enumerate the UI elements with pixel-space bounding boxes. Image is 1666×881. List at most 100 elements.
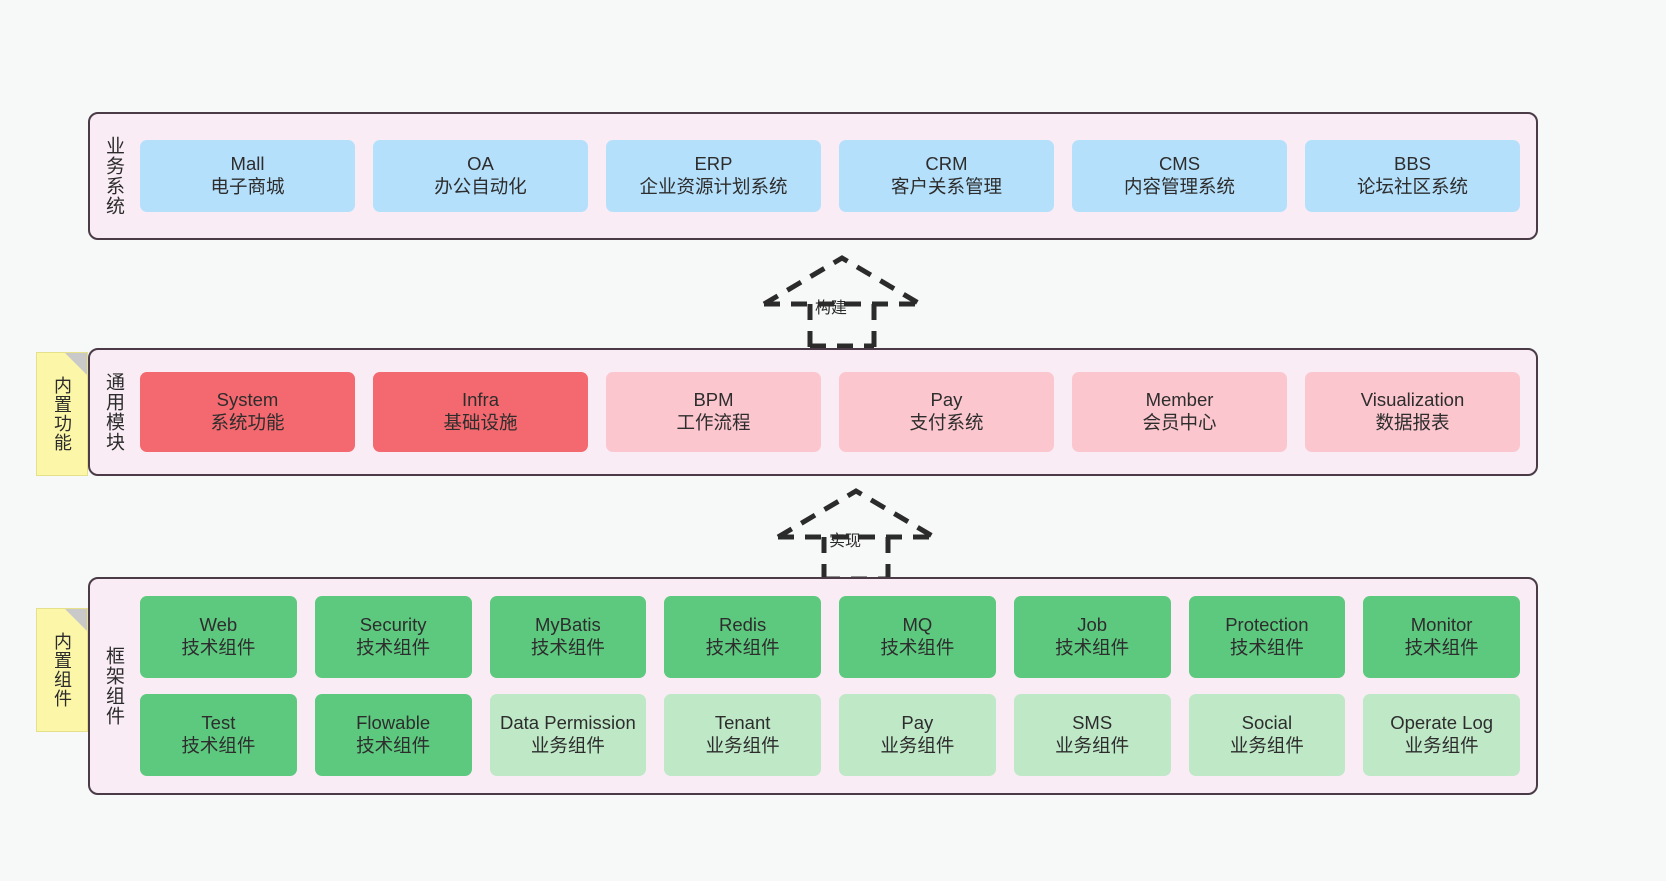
common-item-name: Infra: [461, 389, 500, 411]
common-item-name: BPM: [693, 389, 734, 411]
layer-business-systems: 业务系统 Mall 电子商城 OA 办公自动化 ERP 企业资源计划系统 CRM…: [88, 112, 1538, 240]
framework-item-name: Redis: [718, 614, 767, 636]
framework-item-redis[interactable]: Redis 技术组件: [664, 596, 821, 678]
framework-item-mq[interactable]: MQ 技术组件: [839, 596, 996, 678]
common-item-bpm[interactable]: BPM 工作流程: [606, 372, 821, 452]
framework-row-technical: Web 技术组件 Security 技术组件 MyBatis 技术组件 Redi…: [140, 596, 1520, 678]
common-item-system[interactable]: System 系统功能: [140, 372, 355, 452]
realization-arrow-icon: [776, 488, 936, 582]
framework-item-test[interactable]: Test 技术组件: [140, 694, 297, 776]
business-item-desc: 论坛社区系统: [1356, 176, 1468, 197]
common-item-pay[interactable]: Pay 支付系统: [839, 372, 1054, 452]
common-item-desc: 基础设施: [443, 412, 518, 433]
framework-item-desc: 业务组件: [705, 735, 780, 756]
framework-item-name: Test: [201, 712, 236, 734]
framework-item-name: Web: [199, 614, 238, 636]
framework-item-pay[interactable]: Pay 业务组件: [839, 694, 996, 776]
business-item-desc: 电子商城: [210, 176, 285, 197]
note-builtin-features: 内置功能: [36, 352, 88, 476]
note-label: 内置组件: [52, 632, 72, 708]
business-item-crm[interactable]: CRM 客户关系管理: [839, 140, 1054, 212]
framework-item-desc: 技术组件: [880, 637, 955, 658]
layer-common-modules: 通用模块 System 系统功能 Infra 基础设施 BPM 工作流程 Pay…: [88, 348, 1538, 476]
layer-business-title: 业务系统: [102, 136, 124, 216]
framework-item-data-permission[interactable]: Data Permission 业务组件: [489, 694, 647, 776]
framework-item-name: Monitor: [1410, 614, 1473, 636]
framework-item-desc: 业务组件: [1055, 735, 1130, 756]
framework-item-desc: 技术组件: [356, 637, 431, 658]
connector-implement-label: 实现: [829, 533, 862, 550]
common-item-name: Visualization: [1360, 389, 1465, 411]
layer-framework-components: 框架组件 Web 技术组件 Security 技术组件 MyBatis 技术组件…: [88, 577, 1538, 795]
common-item-name: System: [216, 389, 279, 411]
framework-item-security[interactable]: Security 技术组件: [314, 596, 472, 678]
layer-framework-title: 框架组件: [102, 646, 124, 726]
framework-item-name: Pay: [901, 712, 934, 734]
framework-item-desc: 技术组件: [181, 735, 256, 756]
framework-item-name: SMS: [1072, 712, 1113, 734]
business-item-oa[interactable]: OA 办公自动化: [373, 140, 588, 212]
framework-item-desc: 技术组件: [1229, 637, 1304, 658]
realization-arrow-icon: [762, 255, 922, 349]
layer-framework-body: Web 技术组件 Security 技术组件 MyBatis 技术组件 Redi…: [136, 579, 1536, 793]
framework-item-name: Security: [359, 614, 427, 636]
framework-item-desc: 技术组件: [181, 637, 256, 658]
framework-item-flowable[interactable]: Flowable 技术组件: [314, 694, 472, 776]
framework-item-protection[interactable]: Protection 技术组件: [1188, 596, 1346, 678]
business-item-name: CRM: [925, 153, 968, 175]
framework-item-name: Job: [1077, 614, 1108, 636]
connector-implement: 实现: [766, 485, 946, 582]
framework-item-desc: 技术组件: [356, 735, 431, 756]
business-item-mall[interactable]: Mall 电子商城: [140, 140, 355, 212]
framework-item-desc: 技术组件: [1404, 637, 1479, 658]
framework-item-web[interactable]: Web 技术组件: [140, 596, 297, 678]
business-item-bbs[interactable]: BBS 论坛社区系统: [1305, 140, 1520, 212]
note-label: 内置功能: [52, 376, 72, 452]
business-item-desc: 客户关系管理: [890, 176, 1002, 197]
common-item-desc: 工作流程: [676, 412, 751, 433]
business-row: Mall 电子商城 OA 办公自动化 ERP 企业资源计划系统 CRM 客户关系…: [140, 140, 1520, 212]
framework-item-name: Protection: [1225, 614, 1309, 636]
framework-item-desc: 业务组件: [530, 735, 605, 756]
framework-row-business: Test 技术组件 Flowable 技术组件 Data Permission …: [140, 694, 1520, 776]
business-item-desc: 企业资源计划系统: [639, 176, 788, 197]
business-item-cms[interactable]: CMS 内容管理系统: [1072, 140, 1287, 212]
framework-item-name: Data Permission: [500, 712, 636, 734]
common-row: System 系统功能 Infra 基础设施 BPM 工作流程 Pay 支付系统…: [140, 372, 1520, 452]
framework-item-name: Flowable: [356, 712, 431, 734]
common-item-name: Member: [1145, 389, 1214, 411]
framework-item-mybatis[interactable]: MyBatis 技术组件: [489, 596, 647, 678]
framework-item-job[interactable]: Job 技术组件: [1013, 596, 1171, 678]
framework-item-name: MyBatis: [534, 614, 601, 636]
framework-item-name: Social: [1241, 712, 1293, 734]
business-item-name: Mall: [230, 153, 265, 175]
business-item-desc: 办公自动化: [434, 176, 527, 197]
framework-item-desc: 业务组件: [880, 735, 955, 756]
framework-item-desc: 技术组件: [530, 637, 605, 658]
framework-item-operate-log[interactable]: Operate Log 业务组件: [1363, 694, 1520, 776]
connector-build: 构建: [752, 252, 932, 349]
layer-common-body: System 系统功能 Infra 基础设施 BPM 工作流程 Pay 支付系统…: [136, 350, 1536, 474]
framework-item-sms[interactable]: SMS 业务组件: [1013, 694, 1171, 776]
framework-item-monitor[interactable]: Monitor 技术组件: [1363, 596, 1520, 678]
framework-item-social[interactable]: Social 业务组件: [1188, 694, 1346, 776]
common-item-visualization[interactable]: Visualization 数据报表: [1305, 372, 1520, 452]
framework-item-desc: 业务组件: [1404, 735, 1479, 756]
layer-common-title: 通用模块: [102, 372, 124, 452]
business-item-desc: 内容管理系统: [1123, 176, 1235, 197]
common-item-member[interactable]: Member 会员中心: [1072, 372, 1287, 452]
common-item-infra[interactable]: Infra 基础设施: [373, 372, 588, 452]
framework-item-name: MQ: [902, 614, 933, 636]
layer-business-body: Mall 电子商城 OA 办公自动化 ERP 企业资源计划系统 CRM 客户关系…: [136, 114, 1536, 238]
business-item-name: ERP: [694, 153, 733, 175]
framework-item-name: Tenant: [714, 712, 771, 734]
framework-item-desc: 业务组件: [1229, 735, 1304, 756]
business-item-erp[interactable]: ERP 企业资源计划系统: [606, 140, 821, 212]
common-item-desc: 系统功能: [210, 412, 285, 433]
framework-item-tenant[interactable]: Tenant 业务组件: [664, 694, 821, 776]
business-item-name: CMS: [1158, 153, 1201, 175]
connector-build-label: 构建: [815, 300, 848, 317]
common-item-desc: 数据报表: [1375, 412, 1450, 433]
framework-item-name: Operate Log: [1390, 712, 1494, 734]
